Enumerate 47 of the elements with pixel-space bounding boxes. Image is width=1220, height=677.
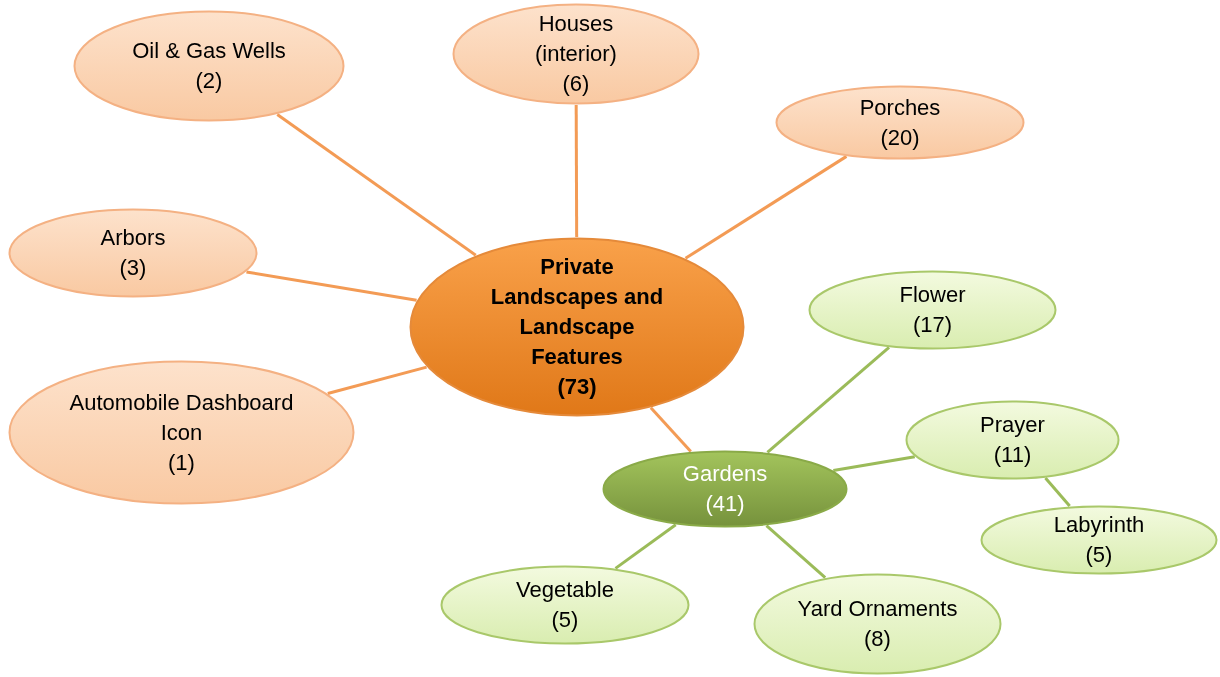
node-label: Vegetable	[516, 576, 614, 604]
connector-line	[649, 406, 692, 453]
category-ellipse	[8, 208, 258, 298]
node-label: Labyrinth	[1053, 511, 1145, 539]
node-label: (8)	[864, 625, 891, 653]
category-ellipse	[452, 3, 700, 105]
node-label: Oil & Gas Wells	[132, 37, 286, 65]
node-label: Flower	[899, 281, 966, 309]
node-label: (5)	[1085, 541, 1113, 569]
connector-line	[614, 523, 677, 570]
node-label: (6)	[562, 70, 590, 98]
subcategory-ellipse	[980, 505, 1218, 575]
node-label: Yard Ornaments	[797, 595, 958, 623]
connector-line	[765, 524, 827, 579]
connector-line	[574, 105, 579, 237]
node-label: (17)	[912, 311, 953, 339]
node-label: Prayer	[980, 411, 1045, 439]
connector-line	[246, 270, 417, 302]
node-label: (5)	[551, 606, 579, 634]
node-label: (41)	[705, 490, 745, 518]
node-label: Porches	[859, 93, 941, 122]
category-ellipse	[8, 360, 355, 505]
node-label: Houses (interior)	[534, 10, 618, 68]
connector-line	[276, 113, 477, 257]
subcategory-ellipse	[753, 573, 1002, 675]
category-ellipse	[602, 450, 848, 528]
node-label: (20)	[880, 123, 920, 152]
node-label: Automobile Dashboard Icon	[68, 388, 295, 447]
subcategory-ellipse	[808, 270, 1057, 350]
subcategory-ellipse	[905, 400, 1120, 480]
connector-line	[327, 365, 427, 395]
node-label: Private Landscapes and Landscape Features	[489, 253, 665, 371]
node-label: (2)	[195, 67, 223, 95]
node-label: (1)	[168, 448, 195, 477]
node-label: Gardens	[682, 460, 768, 488]
subcategory-ellipse	[440, 565, 690, 645]
category-ellipse	[775, 85, 1025, 160]
connector-line	[766, 346, 891, 454]
connector-line	[1044, 477, 1071, 508]
connector-line	[833, 455, 915, 472]
central-ellipse	[409, 237, 745, 417]
category-ellipse	[73, 10, 345, 122]
node-label: Arbors	[100, 224, 166, 252]
node-label: (3)	[119, 254, 147, 282]
node-label: (73)	[557, 373, 597, 401]
connector-line	[684, 155, 848, 260]
node-label: (11)	[993, 441, 1032, 469]
